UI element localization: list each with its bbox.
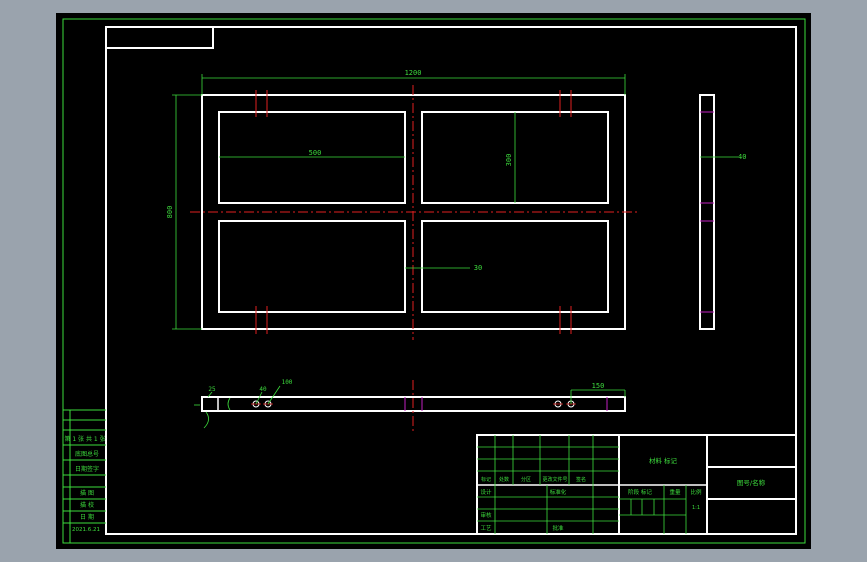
pane-bottom-left[interactable]: [218, 220, 406, 313]
scale-value: 1:1: [692, 505, 700, 511]
hole-marks: [255, 90, 572, 334]
process-label: 工艺: [480, 525, 492, 532]
dim-pane-width: 500: [309, 149, 322, 157]
material-label: 材料 标记: [649, 456, 678, 465]
bottom-view[interactable]: 150 25 40 100: [194, 379, 626, 432]
dim-bottom-offset-c: 100: [282, 379, 293, 386]
dim-hole-pitch: 150: [592, 382, 605, 390]
bottom-dimension-lines: [194, 385, 626, 429]
title-block-grid: [477, 435, 687, 534]
stage-label: 阶段 标记: [628, 488, 652, 496]
bottom-end-block[interactable]: [201, 396, 219, 412]
dim-overall-width: 1200: [405, 69, 422, 77]
pane-bottom-right[interactable]: [421, 220, 609, 313]
bottom-hidden-lines: [404, 397, 608, 411]
weight-label: 重量: [669, 488, 681, 496]
left-strip-line-5: 日 期: [80, 513, 94, 521]
dim-bottom-offset-b: 40: [259, 386, 267, 393]
left-strip-line-1: 底图总号: [75, 450, 99, 458]
dim-side-thickness: 40: [738, 153, 746, 161]
dim-overall-height: 800: [166, 206, 174, 219]
left-strip-line-0: 第 1 张 共 1 张: [64, 435, 105, 443]
dim-bottom-offset-a: 25: [208, 386, 216, 393]
row-label-0: 标记: [481, 476, 491, 483]
row-label-1: 处数: [499, 476, 509, 483]
model-space-canvas[interactable]: [56, 13, 811, 549]
scale-label: 比例: [690, 488, 702, 496]
drawing-code-box: [105, 26, 214, 49]
row-label-3: 更改文件号: [542, 476, 567, 483]
left-strip-line-3: 描 图: [80, 489, 94, 497]
sheet-outer-border: [62, 18, 806, 544]
design-label: 设计: [480, 488, 492, 496]
standard-label: 标准化: [550, 488, 567, 496]
row-label-4: 签名: [576, 476, 586, 483]
drawing-frame: [105, 26, 797, 535]
side-view[interactable]: 40: [699, 94, 746, 330]
side-profile[interactable]: [699, 94, 715, 330]
left-strip-line-2: 日期签字: [75, 465, 99, 473]
pane-top-left[interactable]: [218, 111, 406, 204]
left-strip-line-6: 2021.6.21: [72, 527, 100, 533]
review-label: 审核: [480, 511, 492, 519]
front-view[interactable]: 1200 800 500 300 30: [166, 69, 638, 340]
row-label-2: 分区: [521, 476, 531, 483]
title-block[interactable]: 材料 标记 图号/名称 标记 处数 分区 更改文件号 签名 设计 标准化 审核 …: [476, 434, 797, 535]
dimension-lines: [172, 74, 626, 330]
drawing-no-label: 图号/名称: [737, 478, 766, 487]
dim-mullion: 30: [474, 264, 482, 272]
left-strip-line-4: 描 校: [80, 501, 94, 509]
approve-label: 批准: [552, 524, 564, 532]
dim-pane-height: 300: [505, 154, 513, 167]
side-hidden-lines: [700, 111, 714, 313]
left-binding-strip: 第 1 张 共 1 张 底图总号 日期签字 描 图 描 校 日 期 2021.6…: [63, 409, 106, 543]
